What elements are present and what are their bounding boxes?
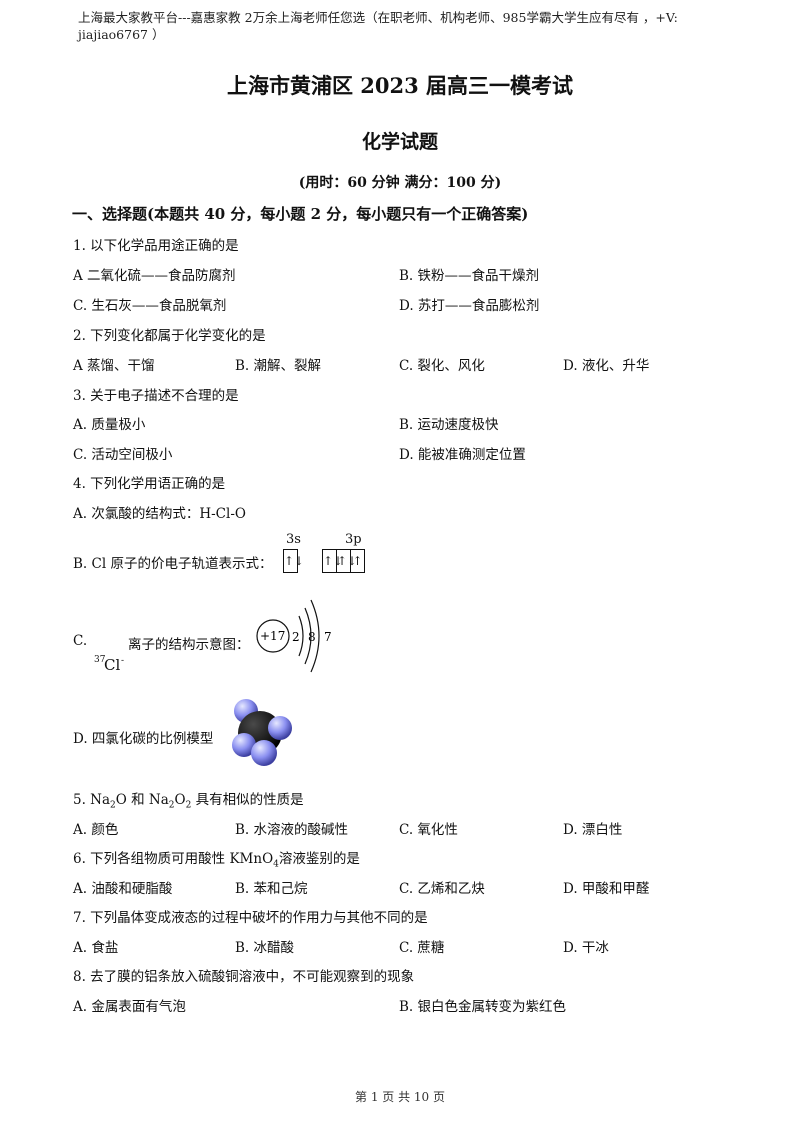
q7-option-c[interactable]: C. 蔗糖 [399, 940, 445, 956]
isotope-mass-number: 37 [94, 655, 106, 665]
site-header: 上海最大家教平台---嘉惠家教 2万余上海老师任您选（在职老师、机构老师、985… [78, 9, 738, 43]
q5-option-b[interactable]: B. 水溶液的酸碱性 [235, 822, 349, 838]
q6-stem: 6. 下列各组物质可用酸性 KMnO4溶液鉴别的是 [73, 851, 360, 870]
q2-option-d[interactable]: D. 液化、升华 [563, 358, 650, 374]
q5-option-d[interactable]: D. 漂白性 [563, 822, 623, 838]
q2-option-a[interactable]: A 蒸馏、干馏 [73, 358, 155, 374]
q2-option-c[interactable]: C. 裂化、风化 [399, 358, 485, 374]
time-score: (用时：60 分钟 满分：100 分) [298, 175, 502, 191]
chlorine-atom-icon [232, 733, 256, 757]
ion-charge: - [121, 656, 125, 666]
ccl4-space-filling-model [232, 699, 292, 766]
shell1-count: 2 [292, 630, 300, 644]
q4-option-a[interactable]: A. 次氯酸的结构式：H-Cl-O [73, 506, 246, 522]
q4-stem: 4. 下列化学用语正确的是 [73, 476, 226, 492]
exam-title: 上海市黄浦区 2023 届高三一模考试 [226, 73, 574, 98]
q6-option-d[interactable]: D. 甲酸和甲醛 [563, 881, 650, 897]
q3-option-c[interactable]: C. 活动空间极小 [73, 447, 173, 463]
subject-title: 化学试题 [361, 131, 438, 153]
orbital-3s-box: ↑↓ [283, 549, 305, 573]
q6-option-b[interactable]: B. 苯和己烷 [235, 881, 308, 897]
up-arrow-icon: ↑ [352, 554, 363, 568]
q8-option-a[interactable]: A. 金属表面有气泡 [73, 999, 186, 1015]
chloride-symbol: Cl [104, 656, 121, 674]
q1-option-a[interactable]: A 二氧化硫——食品防腐剂 [73, 268, 236, 284]
shell3-count: 7 [324, 630, 332, 644]
page-number: 第 1 页 共 10 页 [355, 1090, 445, 1104]
electron-shell-1 [298, 615, 304, 657]
q3-stem: 3. 关于电子描述不合理的是 [73, 388, 239, 404]
q4-option-c[interactable]: 离子的结构示意图： [128, 637, 250, 653]
up-down-arrow-icon: ↑↓ [323, 550, 343, 572]
q4-option-d[interactable]: D. 四氯化碳的比例模型 [73, 731, 214, 747]
orbital-3s-label: 3s [286, 532, 301, 547]
q7-option-a[interactable]: A. 食盐 [73, 940, 119, 956]
chlorine-atom-icon [268, 716, 292, 740]
q6-option-a[interactable]: A. 油酸和硬脂酸 [73, 881, 173, 897]
shell2-count: 8 [308, 630, 316, 644]
q8-stem: 8. 去了膜的铝条放入硫酸铜溶液中，不可能观察到的现象 [73, 969, 415, 985]
q1-option-b[interactable]: B. 铁粉——食品干燥剂 [399, 268, 540, 284]
orbital-3p-boxes: ↑↓ ↑↓ ↑ [322, 549, 365, 573]
nucleus-circle [256, 619, 290, 653]
q8-option-b[interactable]: B. 银白色金属转变为紫红色 [399, 999, 567, 1015]
chlorine-atom-icon [251, 740, 277, 766]
section-heading: 一、选择题(本题共 40 分，每小题 2 分，每小题只有一个正确答案) [72, 205, 529, 223]
nucleus-charge: +17 [260, 629, 285, 643]
q7-option-b[interactable]: B. 冰醋酸 [235, 940, 295, 956]
q2-stem: 2. 下列变化都属于化学变化的是 [73, 328, 266, 344]
q3-option-a[interactable]: A. 质量极小 [73, 417, 146, 433]
up-down-arrow-icon: ↑↓ [284, 554, 305, 568]
q5-option-a[interactable]: A. 颜色 [73, 822, 119, 838]
electron-shell-2 [304, 607, 312, 665]
atom-structure-diagram: +17 2 8 7 [256, 599, 332, 673]
up-down-arrow-icon: ↑↓ [337, 550, 357, 572]
q5-stem: 5. Na2O 和 Na2O2 具有相似的性质是 [73, 792, 304, 811]
q1-option-c[interactable]: C. 生石灰——食品脱氧剂 [73, 298, 227, 314]
q1-option-d[interactable]: D. 苏打——食品膨松剂 [399, 298, 540, 314]
q4-option-b[interactable]: B. Cl 原子的价电子轨道表示式： [73, 556, 273, 572]
orbital-3p-label: 3p [345, 532, 362, 547]
q3-option-d[interactable]: D. 能被准确测定位置 [399, 447, 526, 463]
header-line2: jiajiao6767 ） [78, 27, 165, 42]
q7-stem: 7. 下列晶体变成液态的过程中破坏的作用力与其他不同的是 [73, 910, 428, 926]
q5-option-c[interactable]: C. 氧化性 [399, 822, 458, 838]
q7-option-d[interactable]: D. 干冰 [563, 940, 609, 956]
q3-option-b[interactable]: B. 运动速度极快 [399, 417, 499, 433]
q6-option-c[interactable]: C. 乙烯和乙炔 [399, 881, 485, 897]
header-line1: 上海最大家教平台---嘉惠家教 2万余上海老师任您选（在职老师、机构老师、985… [78, 10, 678, 25]
q4-option-c-label[interactable]: C. [73, 633, 88, 649]
q1-stem: 1. 以下化学品用途正确的是 [73, 238, 239, 254]
electron-shell-3 [310, 599, 320, 673]
q2-option-b[interactable]: B. 潮解、裂解 [235, 358, 322, 374]
